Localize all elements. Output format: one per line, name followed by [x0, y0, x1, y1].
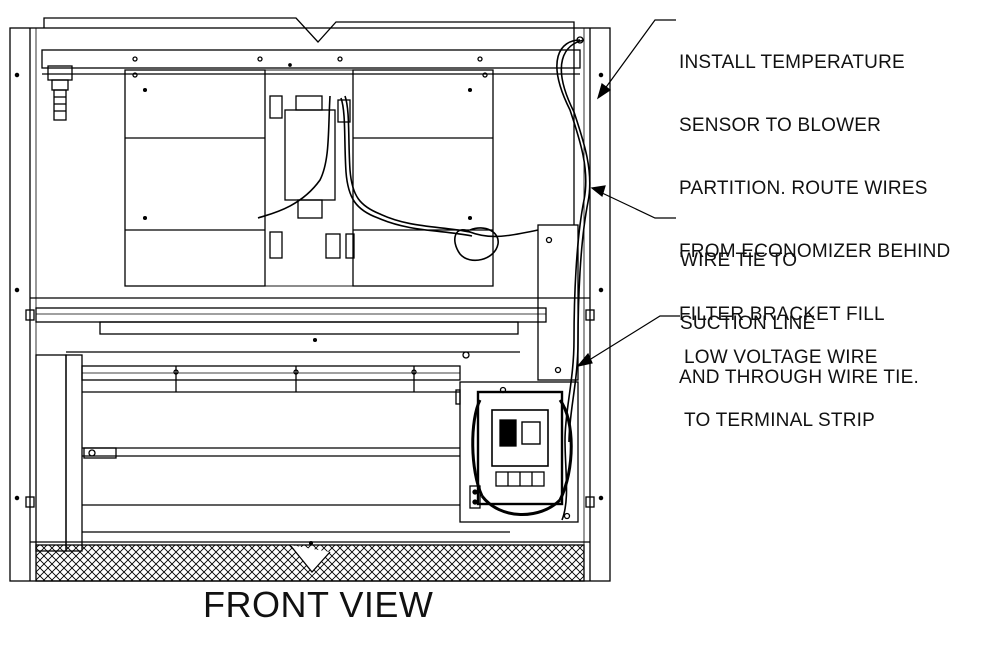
- lower-frame: [30, 540, 590, 582]
- middle-rails: [30, 297, 590, 359]
- callout-wire-tie: WIRE TIE TO SUCTION LINE: [680, 208, 815, 355]
- blower-partition-bracket: [537, 28, 579, 381]
- cabinet-outline: [9, 27, 611, 582]
- drain-fitting: [47, 65, 73, 121]
- callout-line: TO TERMINAL STRIP: [684, 410, 875, 431]
- blower-assembly: [124, 69, 494, 287]
- top-panel: [41, 17, 584, 78]
- view-title: FRONT VIEW: [203, 584, 434, 625]
- callout-temperature-sensor: INSTALL TEMPERATURE SENSOR TO BLOWER PAR…: [679, 10, 950, 409]
- callout-line: WIRE TIE TO: [680, 250, 798, 271]
- callout-line: PARTITION. ROUTE WIRES: [679, 178, 928, 199]
- callout-line: AND THROUGH WIRE TIE.: [679, 367, 919, 388]
- callout-line: FILTER BRACKET FILL: [679, 304, 885, 325]
- coil-assembly: [35, 354, 510, 552]
- callout-line: SUCTION LINE: [680, 313, 816, 334]
- callout-line: INSTALL TEMPERATURE: [679, 52, 905, 73]
- callout-line: FROM ECONOMIZER BEHIND: [679, 241, 951, 262]
- callout-line: LOW VOLTAGE WIRE: [684, 347, 878, 368]
- wire-harness: [257, 39, 591, 521]
- callout-low-voltage-wire: LOW VOLTAGE WIRE TO TERMINAL STRIP: [684, 305, 878, 452]
- callout-line: SENSOR TO BLOWER: [679, 115, 882, 136]
- leader-lines: [576, 19, 680, 367]
- control-panel: [455, 381, 579, 523]
